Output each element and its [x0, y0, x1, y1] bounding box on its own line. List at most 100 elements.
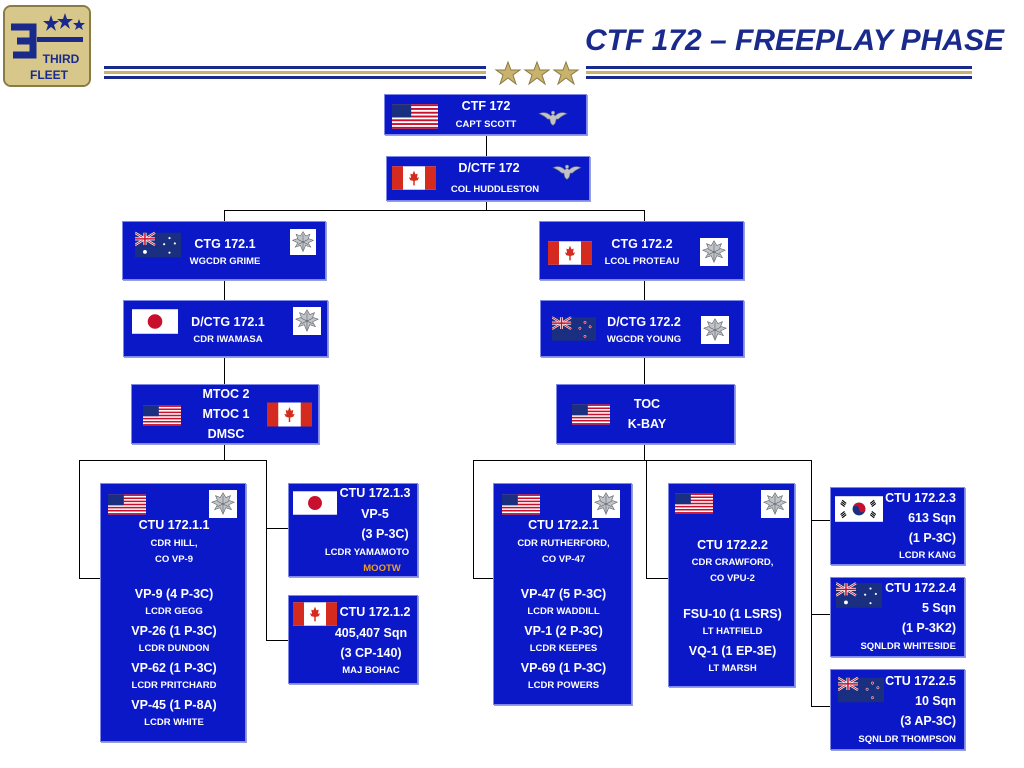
connector	[224, 444, 225, 460]
ctu1725-unit: 10 Sqn	[915, 694, 956, 708]
ctf-172-box: CTF 172 CAPT SCOTT	[384, 94, 587, 135]
third-fleet-logo: THIRD FLEET	[3, 5, 91, 87]
ctu-172-2-1-box: CTU 172.2.1 CDR RUTHERFORD, CO VP-47 VP-…	[493, 483, 632, 705]
ctu1721-title: CTU 172.2.1	[528, 518, 599, 532]
japan-flag-icon	[132, 308, 178, 335]
ctu1711-unit-2-cdr: LCDR DUNDON	[138, 643, 210, 654]
connector	[266, 460, 267, 640]
ctu1721-unit-1: VP-47 (5 P-3C)	[520, 587, 607, 601]
ctu1722-cdr: CDR CRAWFORD,	[691, 557, 774, 568]
ctu1711-co: CO VP-9	[154, 554, 193, 565]
ctu1724-aircraft: (1 P-3K2)	[901, 621, 956, 635]
mtoc-line3: DMSC	[207, 427, 245, 441]
connector	[224, 210, 225, 221]
ctu-172-1-1-box: CTU 172.1.1 CDR HILL, CO VP-9 VP-9 (4 P-…	[100, 483, 246, 742]
header-rule-right	[586, 66, 972, 80]
svg-text:THIRD: THIRD	[43, 52, 80, 66]
ctg2-title: CTG 172.2	[611, 237, 673, 251]
oak-leaf-insignia-icon	[290, 229, 316, 255]
ctu-172-1-3-box: CTU 172.1.3 VP-5 (3 P-3C) LCDR YAMAMOTO …	[288, 483, 418, 577]
ctu1711-unit-1-cdr: LCDR GEGG	[145, 606, 203, 617]
connector	[224, 210, 645, 211]
ctu1721-co: CO VP-47	[541, 554, 586, 565]
connector	[486, 201, 487, 211]
ctu1725-title: CTU 172.2.5	[885, 674, 956, 688]
ctu1724-cdr: SQNLDR WHITESIDE	[860, 641, 956, 652]
oak-leaf-insignia-icon	[761, 490, 789, 518]
ctu-172-2-2-box: CTU 172.2.2 CDR CRAWFORD, CO VPU-2 FSU-1…	[668, 483, 795, 687]
ctf-commander: CAPT SCOTT	[455, 119, 517, 130]
connector	[224, 280, 225, 300]
ctu1711-unit-3-cdr: LCDR PRITCHARD	[131, 680, 217, 691]
ctu1712-unit: 405,407 Sqn	[334, 626, 408, 640]
ctu1711-unit-3: VP-62 (1 P-3C)	[131, 661, 217, 675]
ctu1723-cdr: LCDR KANG	[899, 550, 956, 561]
ctu1722-unit-1: FSU-10 (1 LSRS)	[683, 607, 782, 621]
us-flag-icon	[392, 102, 438, 131]
us-flag-icon	[502, 491, 540, 518]
star-icon	[494, 60, 522, 86]
ctu1711-unit-2: VP-26 (1 P-3C)	[131, 624, 217, 638]
mtoc-line1: MTOC 2	[202, 387, 250, 401]
ctg-172-2-box: CTG 172.2 LCOL PROTEAU	[539, 221, 744, 280]
canada-flag-icon	[293, 601, 337, 627]
ctu1713-title: CTU 172.1.3	[339, 486, 411, 500]
connector	[473, 578, 493, 579]
three-stars-insignia	[494, 60, 580, 86]
ctg-172-1-box: CTG 172.1 WGCDR GRIME	[122, 221, 326, 280]
connector	[266, 640, 288, 641]
ctu-172-2-5-box: CTU 172.2.5 10 Sqn (3 AP-3C) SQNLDR THOM…	[830, 669, 965, 750]
ctu1725-cdr: SQNLDR THOMPSON	[858, 734, 956, 745]
connector	[79, 460, 267, 461]
connector	[266, 528, 288, 529]
australia-flag-icon	[836, 582, 882, 609]
toc-box: TOC K-BAY	[556, 384, 735, 444]
connector	[644, 280, 645, 300]
oak-leaf-insignia-icon	[293, 307, 321, 335]
ctu1722-title: CTU 172.2.2	[697, 538, 768, 552]
ctu1722-unit-2: VQ-1 (1 EP-3E)	[688, 644, 777, 658]
connector	[811, 614, 830, 615]
australia-flag-icon	[135, 231, 181, 259]
oak-leaf-insignia-icon	[209, 490, 237, 518]
ctu1711-unit-4: VP-45 (1 P-8A)	[131, 698, 217, 712]
ctu1722-unit-2-cdr: LT MARSH	[708, 663, 757, 674]
ctu1712-title: CTU 172.1.2	[339, 605, 411, 619]
mtoc-box: MTOC 2 MTOC 1 DMSC	[131, 384, 319, 444]
connector	[644, 210, 645, 221]
ctu1713-note: MOOTW	[363, 563, 401, 574]
eagle-insignia-icon	[537, 107, 569, 129]
ctg1-commander: WGCDR GRIME	[189, 256, 261, 267]
connector	[473, 460, 811, 461]
ctu1724-unit: 5 Sqn	[921, 601, 956, 615]
ctu1722-co: CO VPU-2	[710, 573, 755, 584]
star-icon	[43, 15, 59, 31]
new-zealand-flag-icon	[552, 315, 596, 343]
ctu-172-1-2-box: CTU 172.1.2 405,407 Sqn (3 CP-140) MAJ B…	[288, 595, 418, 684]
connector	[79, 578, 101, 579]
dctf-commander: COL HUDDLESTON	[450, 184, 540, 195]
ctu-172-2-3-box: CTU 172.2.3 613 Sqn (1 P-3C) LCDR KANG	[830, 487, 965, 565]
us-flag-icon	[675, 490, 713, 517]
ctu-172-2-4-box: CTU 172.2.4 5 Sqn (1 P-3K2) SQNLDR WHITE…	[830, 577, 965, 657]
ctu1721-unit-3: VP-69 (1 P-3C)	[520, 661, 607, 675]
ctu1713-unit: VP-5	[361, 507, 389, 521]
toc-line1: TOC	[633, 397, 661, 411]
dctg-172-1-box: D/CTG 172.1 CDR IWAMASA	[123, 300, 328, 357]
ctg2-commander: LCOL PROTEAU	[604, 256, 680, 267]
ctf-title: CTF 172	[461, 99, 511, 113]
ctu1711-unit-1: VP-9 (4 P-3C)	[134, 587, 214, 601]
connector	[644, 444, 645, 460]
ctu1713-aircraft: (3 P-3C)	[361, 527, 409, 541]
dctf-title: D/CTF 172	[458, 161, 520, 175]
ctu1723-aircraft: (1 P-3C)	[908, 531, 956, 545]
ctu1712-aircraft: (3 CP-140)	[340, 646, 402, 660]
ctu1722-unit-1-cdr: LT HATFIELD	[702, 626, 763, 637]
us-flag-icon	[143, 402, 181, 429]
ctg1-title: CTG 172.1	[194, 237, 256, 251]
ctu1723-unit: 613 Sqn	[908, 511, 956, 525]
mtoc-line2: MTOC 1	[202, 407, 250, 421]
ctu1725-aircraft: (3 AP-3C)	[900, 714, 956, 728]
oak-leaf-insignia-icon	[700, 238, 728, 266]
star-icon	[523, 60, 551, 86]
